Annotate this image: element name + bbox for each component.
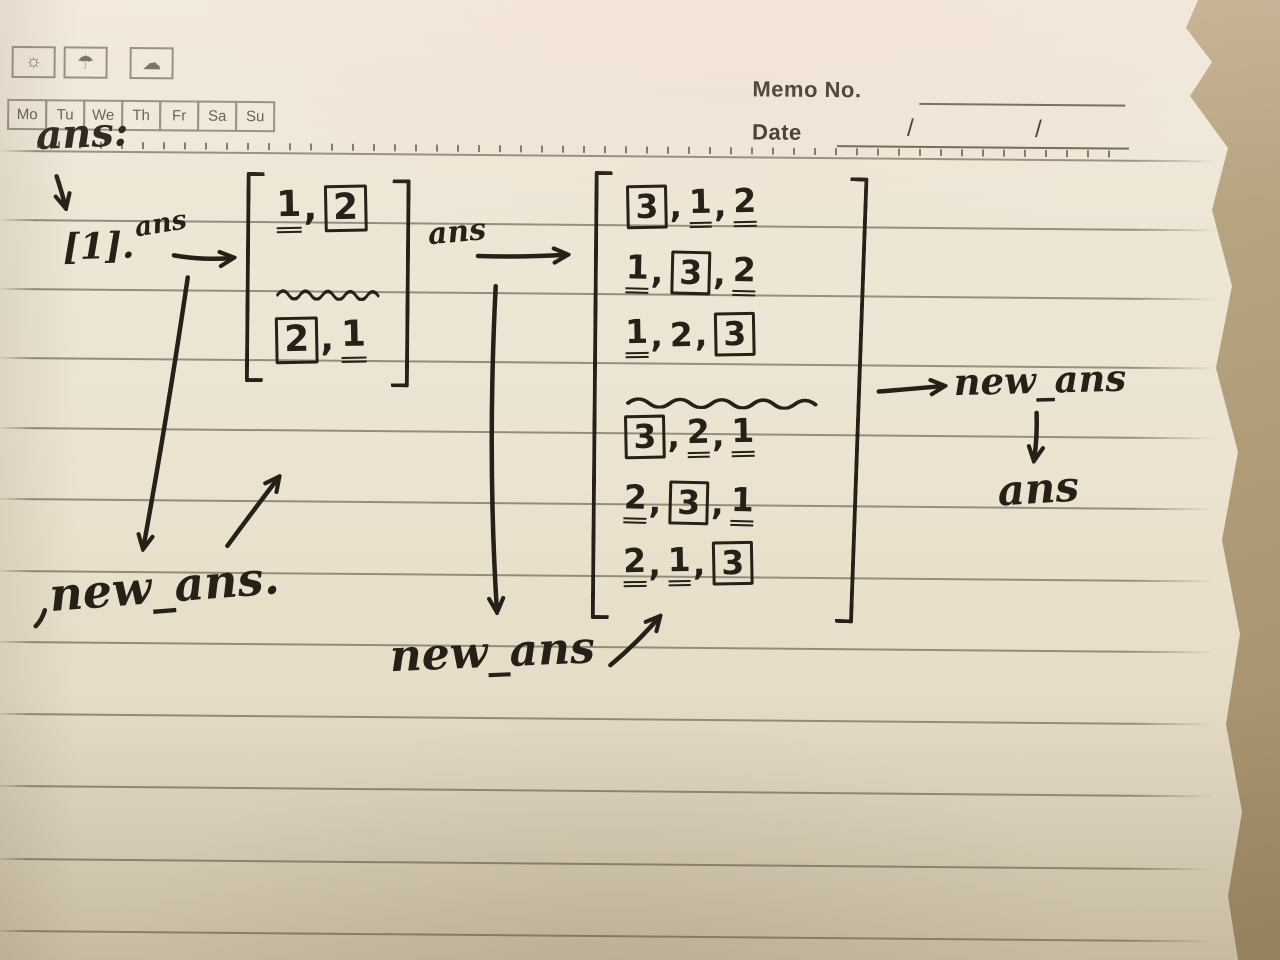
ans-top-label: ans: [35,108,130,160]
ink-comma-mark [33,607,48,629]
comma: , [649,315,664,355]
arrow-ans-down-to-newans [143,275,191,547]
ans-arrow-label-1: ans [132,204,190,244]
digit: 1 [731,410,755,457]
arrow-ans2-down [490,283,500,610]
ruled-line [0,640,1227,654]
boxed-digit: 2 [274,316,319,365]
digit: 2 [623,477,647,524]
date-label: Date [751,119,802,145]
digit: 1 [340,314,367,363]
weekday-cell-sa: Sa [197,100,238,132]
arrow-down-from-ans [56,174,65,206]
squiggle-divider [625,378,833,411]
date-slash-2: / [1034,115,1042,143]
list-row: 3,2,1 [623,410,755,459]
boxed-digit: 3 [669,250,712,296]
squiggle-divider [276,267,388,302]
comma: , [710,483,725,523]
boxed-digit: 3 [667,480,710,526]
arrow-newans-up-to-list1 [225,478,278,549]
digit: 1 [276,184,302,234]
new-ans-right-label: new_ans [953,355,1127,405]
comma: , [648,481,662,522]
comma: , [647,544,662,585]
list2-left-bracket [590,171,613,620]
digit: 2 [732,250,756,297]
comma: , [303,187,318,229]
ruled-line [0,857,1225,871]
comma: , [319,318,335,360]
comma: , [692,544,706,584]
cloud-icon-glyph: ☁ [142,52,162,74]
ruled-line [0,426,1229,440]
list-row: 2,3,1 [623,477,754,527]
date-slash-1: / [906,114,914,142]
arrow-seed-to-list1 [171,255,232,259]
list-row: 2,1,3 [623,540,754,588]
comma: , [711,415,725,455]
ans-right-label: ans [996,461,1081,516]
seed-list-label: [1]. [62,224,135,269]
list2-right-bracket [834,177,869,624]
digit: 2 [623,541,647,588]
memo-no-label: Memo No. [752,76,862,103]
digit: 2 [686,411,711,458]
arrow-list2-to-newans [876,386,943,393]
comma: , [694,314,708,354]
ruled-line [0,712,1226,726]
umbrella-icon: ☂ [63,46,108,79]
boxed-digit: 3 [625,184,668,229]
arrow-ans-to-list2 [475,254,566,257]
sun-icon: ☼ [11,45,56,79]
memo-no-line [919,102,1126,107]
sun-icon-glyph: ☼ [24,51,43,73]
digit: 1 [730,480,754,527]
digit: 1 [667,540,692,587]
new-ans-left-label: new_ans. [47,550,282,623]
digit: 1 [625,248,649,294]
boxed-digit: 2 [323,184,368,233]
boxed-digit: 3 [713,311,756,356]
list-row: 2,1 [274,314,367,365]
list1-left-bracket [244,171,265,383]
comma: , [668,186,683,226]
arrow-newans-mid-to-list2 [608,617,658,668]
weekday-cell-su: Su [235,100,276,133]
boxed-digit: 3 [711,541,754,586]
list1-right-bracket [390,179,411,388]
list-row: 1,3,2 [625,248,756,297]
ruled-line [0,287,1230,301]
digit: 2 [733,181,757,227]
ruled-line [0,784,1226,798]
comma: , [713,185,727,225]
digit: 1 [625,312,649,358]
digit: 2 [669,314,694,355]
umbrella-icon-glyph: ☂ [77,52,95,74]
weekday-cell-fr: Fr [159,100,200,132]
cloud-icon: ☁ [129,46,174,80]
comma: , [650,252,664,292]
new-ans-mid-label: new_ans [388,622,596,683]
list-row: 3,1,2 [625,181,757,229]
digit: 1 [688,182,713,228]
boxed-digit: 3 [623,414,666,459]
comma: , [666,415,681,456]
comma: , [712,253,727,294]
ruled-line [0,929,1225,943]
list-row: 1,2,3 [625,311,756,358]
ans-arrow-label-2: ans [426,211,488,253]
list-row: 1,2 [276,184,368,234]
